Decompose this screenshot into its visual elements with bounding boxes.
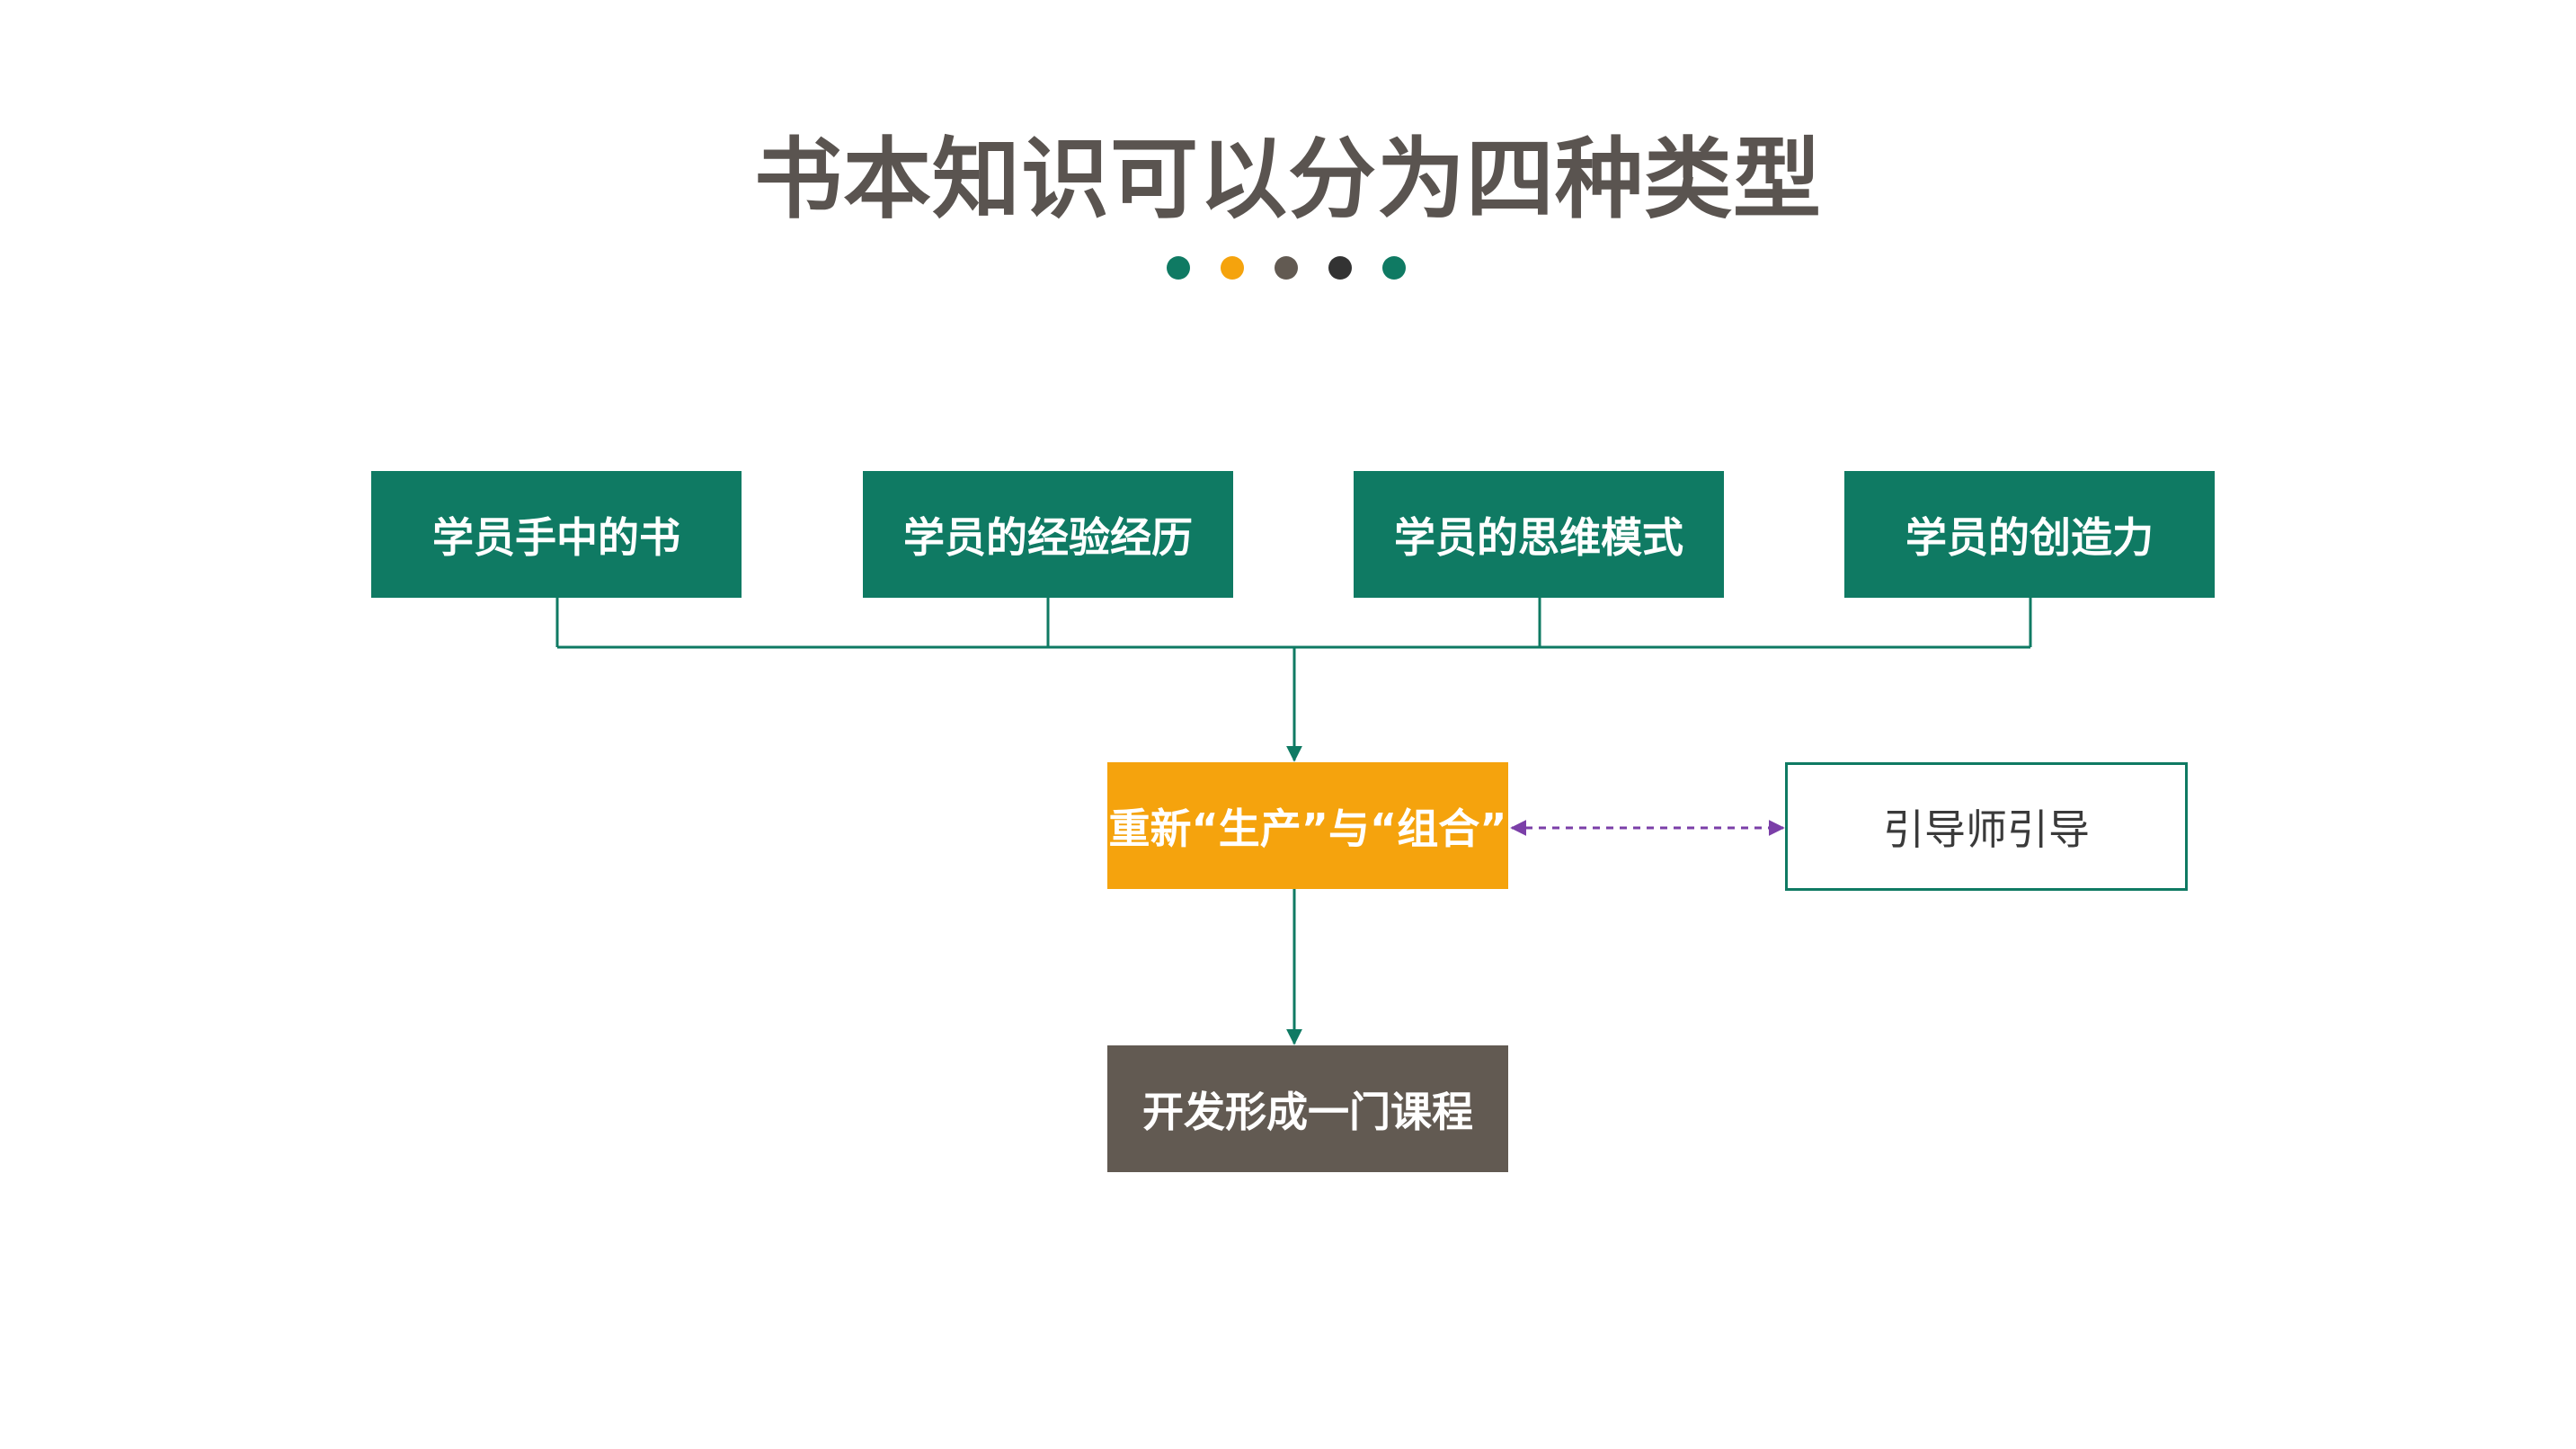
- process-box: 重新“生产”与“组合”: [1107, 762, 1508, 889]
- source-label: 学员的创造力: [1905, 512, 2154, 562]
- dot-4: [1328, 256, 1352, 280]
- dot-2: [1221, 256, 1244, 280]
- dot-5: [1382, 256, 1406, 280]
- source-box-books: 学员手中的书: [371, 471, 742, 598]
- source-box-creativity: 学员的创造力: [1844, 471, 2215, 598]
- dot-3: [1275, 256, 1298, 280]
- decorative-dots: [1167, 256, 1406, 281]
- result-box: 开发形成一门课程: [1107, 1045, 1508, 1172]
- source-label: 学员的经验经历: [903, 512, 1193, 562]
- guide-box: 引导师引导: [1785, 762, 2188, 891]
- source-label: 学员的思维模式: [1394, 512, 1683, 562]
- guide-label: 引导师引导: [1883, 805, 2090, 854]
- source-label: 学员手中的书: [432, 512, 680, 562]
- process-label: 重新“生产”与“组合”: [1108, 804, 1507, 853]
- slide-title: 书本知识可以分为四种类型: [753, 129, 1822, 231]
- result-label: 开发形成一门课程: [1142, 1087, 1473, 1136]
- dot-1: [1167, 256, 1190, 280]
- source-box-experience: 学员的经验经历: [863, 471, 1233, 598]
- source-box-thinking: 学员的思维模式: [1354, 471, 1724, 598]
